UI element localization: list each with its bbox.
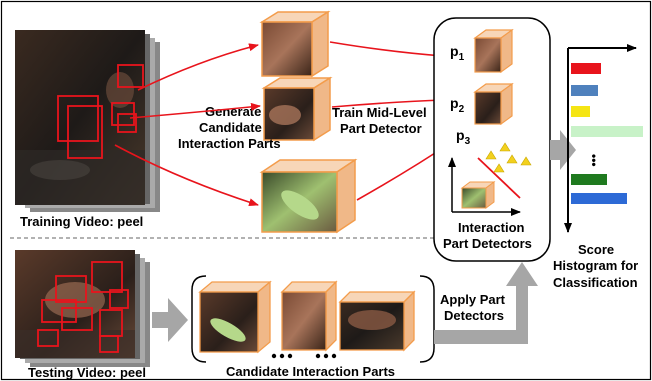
bbox [109,289,129,309]
candidate-cube-1 [259,10,331,78]
candidate-cube-2 [261,76,333,142]
arrow-video-to-cube-1 [137,43,259,91]
feature-space-plot [448,142,532,216]
bbox [41,299,77,323]
bbox [67,105,103,159]
histogram-bar [571,63,601,74]
candidates-bracket-left [191,275,207,363]
histogram-bar [571,193,627,204]
histogram-bar [571,174,607,185]
detectors-label-1: Interaction [458,220,525,235]
training-video-label: Training Video: peel [20,214,143,229]
part-label-p3: p3 [456,127,471,147]
generate-label-3: Interaction Parts [178,136,281,151]
detector-cube-p2 [473,82,514,126]
detectors-label-2: Part Detectors [443,236,532,251]
arrow-candidates-to-detectors [434,262,538,344]
histogram-label-3: Classification [553,275,638,290]
generate-label-2: Candidate [199,120,262,135]
histogram-bar [571,106,590,117]
candidate-cube-3 [259,158,358,234]
histogram-ellipsis: ••• [587,154,601,167]
arrow-video-to-candidates [152,298,188,342]
apply-label-2: Detectors [444,308,504,323]
arrow-detectors-to-histogram [550,130,576,170]
histogram-bar [571,85,598,96]
candidate-parts-label: Candidate Interaction Parts [226,364,395,379]
bbox [57,95,99,142]
feature-space-cube [460,181,496,209]
arrow-cube-1-to-p1 [329,41,444,60]
arrow-video-to-cube-2 [129,102,261,119]
test-candidate-cube-3 [338,290,416,352]
part-label-p2: p2 [450,95,465,115]
test-candidate-cube-1 [198,280,272,354]
bbox [117,113,137,133]
histogram-label-2: Histogram for [553,258,638,273]
bbox [55,275,87,303]
testing-video-label: Testing Video: peel [28,365,146,380]
testing-video-stack [15,250,150,367]
bbox [91,261,123,293]
bbox [99,335,119,353]
score-histogram: ••• [564,44,643,233]
decision-boundary [477,157,521,199]
apply-label-1: Apply Part [440,292,506,307]
detector-cube-p1 [473,28,514,74]
bbox [37,329,59,347]
train-label-2: Part Detector [340,121,422,136]
arrow-video-to-cube-3 [114,144,259,207]
ellipsis-dots [271,353,337,359]
bbox [61,307,93,331]
histogram-bar [571,126,643,137]
training-video-stack [15,30,160,212]
bbox [117,64,144,88]
part-label-p1: p1 [450,43,465,63]
histogram-label-1: Score [578,242,614,257]
arrow-cube-2-to-p2 [331,96,444,108]
triangle-markers [485,142,532,173]
candidates-bracket-right [419,275,435,363]
train-label-1: Train Mid-Level [332,105,427,120]
test-candidate-cube-2 [280,280,338,352]
